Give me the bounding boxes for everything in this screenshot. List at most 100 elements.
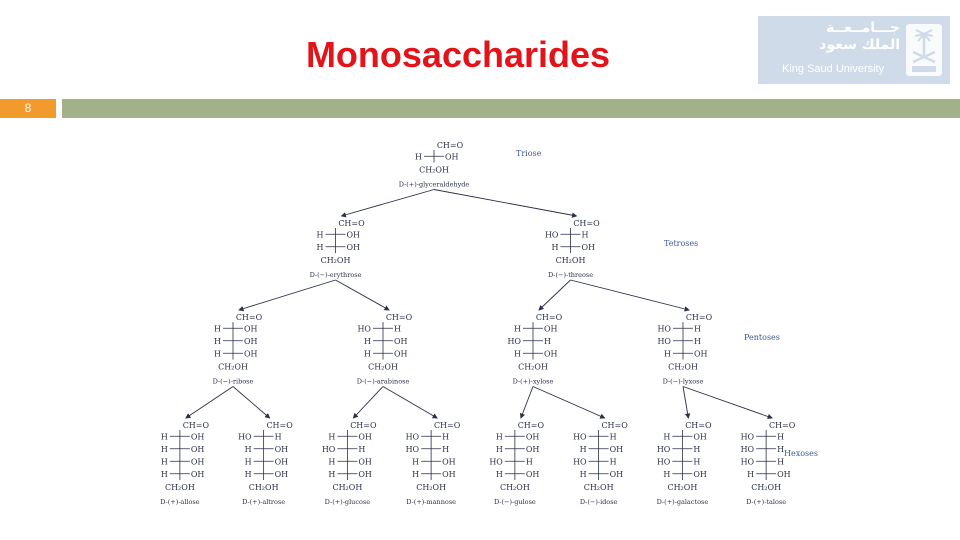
right-substituent: OH <box>244 324 258 333</box>
right-substituent: H <box>544 337 551 346</box>
derivation-arrow <box>682 386 773 420</box>
hydroxymethyl-group: CH₂OH <box>500 483 530 492</box>
hydroxymethyl-group: CH₂OH <box>249 483 279 492</box>
derivation-arrow <box>532 386 606 419</box>
aldehyde-group: CH=O <box>386 313 413 322</box>
sugar-name: D-(+)-galactose <box>657 498 709 506</box>
aldehyde-group: CH=O <box>236 313 263 322</box>
left-substituent: H <box>514 349 521 358</box>
derivation-arrow <box>232 386 271 419</box>
sugar-name: D-(+)-talose <box>746 498 786 506</box>
left-substituent: H <box>214 349 221 358</box>
aldehyde-group: CH=O <box>536 313 563 322</box>
right-substituent: OH <box>445 152 459 161</box>
group-label: Hexoses <box>784 449 818 458</box>
right-substituent: OH <box>777 470 791 479</box>
left-substituent: HO <box>322 445 336 454</box>
left-substituent: H <box>317 243 324 252</box>
left-substituent: H <box>161 445 168 454</box>
left-substituent: H <box>161 470 168 479</box>
hydroxymethyl-group: CH₂OH <box>667 483 697 492</box>
left-substituent: HO <box>507 337 521 346</box>
right-substituent: OH <box>191 457 205 466</box>
right-substituent: OH <box>582 243 596 252</box>
right-substituent: H <box>777 432 784 441</box>
right-substituent: OH <box>442 470 456 479</box>
hydroxymethyl-group: CH₂OH <box>321 256 351 265</box>
sugar-name: D-(−)-gulose <box>494 498 536 506</box>
sugar-name: D-(+)-altrose <box>242 498 285 506</box>
derivation-arrow <box>382 386 438 419</box>
right-substituent: H <box>442 432 449 441</box>
right-substituent: OH <box>275 457 289 466</box>
right-substituent: H <box>693 457 700 466</box>
left-substituent: H <box>496 432 503 441</box>
sugar-name: D-(+)-xylose <box>513 378 554 386</box>
aldehyde-group: CH=O <box>769 421 796 430</box>
group-label: Tetroses <box>664 239 698 248</box>
right-substituent: OH <box>275 445 289 454</box>
left-substituent: H <box>245 445 252 454</box>
aldehyde-group: CH=O <box>518 421 545 430</box>
left-substituent: HO <box>406 432 420 441</box>
right-substituent: OH <box>394 337 408 346</box>
left-substituent: H <box>364 337 371 346</box>
aldehyde-group: CH=O <box>434 421 461 430</box>
slide-title: Monosaccharides <box>305 34 611 75</box>
logo-arabic-line2: الملك سعود <box>819 37 900 53</box>
left-substituent: HO <box>657 445 671 454</box>
derivation-arrow <box>433 189 578 218</box>
right-substituent: OH <box>610 445 624 454</box>
group-label: Triose <box>516 149 542 158</box>
aldehyde-group: CH=O <box>601 421 628 430</box>
hydroxymethyl-group: CH₂OH <box>751 483 781 492</box>
hydroxymethyl-group: CH₂OH <box>218 363 248 372</box>
aldehyde-group: CH=O <box>183 421 210 430</box>
left-substituent: H <box>552 243 559 252</box>
sugar-name: D-(−)-erythrose <box>310 271 362 279</box>
left-substituent: HO <box>489 457 503 466</box>
aldehyde-group: CH=O <box>573 219 600 228</box>
left-substituent: H <box>580 470 587 479</box>
university-logo: جـــامــعــة الملك سعود King Saud Univer… <box>758 16 950 84</box>
right-substituent: OH <box>442 457 456 466</box>
right-substituent: OH <box>610 470 624 479</box>
right-substituent: OH <box>544 349 558 358</box>
derivation-arrow <box>682 386 691 419</box>
left-substituent: H <box>412 470 419 479</box>
left-substituent: HO <box>406 445 420 454</box>
right-substituent: OH <box>394 349 408 358</box>
derivation-arrow <box>340 189 435 218</box>
right-substituent: OH <box>347 230 361 239</box>
aldehyde-group: CH=O <box>686 313 713 322</box>
right-substituent: H <box>777 457 784 466</box>
palm-swords-emblem-icon <box>906 24 942 76</box>
sugar-name: D-(−)-ribose <box>213 378 254 386</box>
left-substituent: H <box>663 432 670 441</box>
hydroxymethyl-group: CH₂OH <box>668 363 698 372</box>
right-substituent: OH <box>693 470 707 479</box>
aldehyde-group: CH=O <box>437 141 464 150</box>
right-substituent: OH <box>275 470 289 479</box>
left-substituent: H <box>747 470 754 479</box>
right-substituent: H <box>610 457 617 466</box>
right-substituent: OH <box>526 470 540 479</box>
logo-arabic-text: جـــامــعــة الملك سعود <box>764 20 900 54</box>
right-substituent: H <box>777 445 784 454</box>
right-substituent: OH <box>526 432 540 441</box>
derivation-arrow <box>519 386 534 419</box>
aldehyde-group: CH=O <box>338 219 365 228</box>
hydroxymethyl-group: CH₂OH <box>556 256 586 265</box>
right-substituent: H <box>394 324 401 333</box>
logo-english-text: King Saud University <box>782 63 885 75</box>
right-substituent: OH <box>244 337 258 346</box>
hydroxymethyl-group: CH₂OH <box>518 363 548 372</box>
